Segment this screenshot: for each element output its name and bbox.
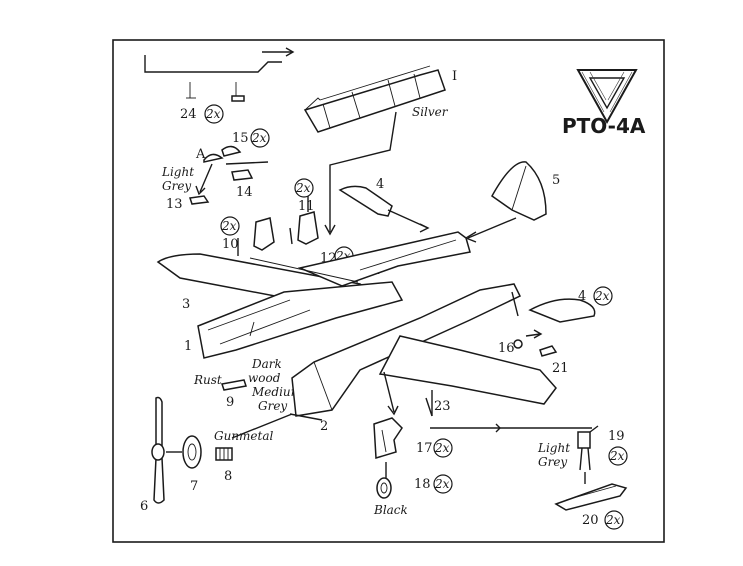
part-18-wheel <box>376 477 392 499</box>
part-11-number: 11 <box>298 199 315 214</box>
part-10-qty-circle <box>220 216 240 236</box>
light-grey-note-b1: Light <box>537 441 570 455</box>
gear-guide-line <box>383 371 395 413</box>
part-17-gear-leg <box>373 417 403 478</box>
part-4b-qty: 2x <box>594 289 610 303</box>
part-1-number: 1 <box>184 339 192 354</box>
silver-note: Silver <box>412 105 449 119</box>
part-2-number: 2 <box>320 419 328 434</box>
part-13-number: 13 <box>166 197 183 212</box>
part-17-number: 17 <box>416 441 433 456</box>
part-6-propeller <box>151 396 182 504</box>
sheet-frame <box>112 39 665 543</box>
part-3-number: 3 <box>182 297 190 312</box>
part-19-qty-circle <box>608 446 628 466</box>
light-grey-note-b2: Grey <box>538 455 567 469</box>
tailplane-top <box>338 185 430 233</box>
seats-group <box>237 196 319 256</box>
part-23-strut <box>425 390 433 417</box>
part-15-qty-circle <box>250 128 270 148</box>
pitot-placement-guide <box>144 47 295 102</box>
part-19-qty: 2x <box>609 449 625 463</box>
part-19-number: 19 <box>608 429 625 444</box>
part-17-qty: 2x <box>434 441 450 455</box>
tailplane-right <box>528 298 596 323</box>
part-7-number: 7 <box>190 479 198 494</box>
part-24-qty: 2x <box>205 107 221 121</box>
part-20-qty-circle <box>604 510 624 530</box>
part-21-number: 21 <box>552 361 569 376</box>
part-24-number: 24 <box>180 107 197 122</box>
part-20-fairing <box>554 483 628 511</box>
part-4-number-right: 4 <box>578 289 586 304</box>
part-2-leader <box>289 413 323 421</box>
part-7-spinner <box>182 435 202 469</box>
canopy-part <box>303 65 446 133</box>
part-14-number: 14 <box>236 185 253 200</box>
assembly-label: I <box>452 69 457 84</box>
part-11-qty-circle <box>294 178 314 198</box>
part-9-rod <box>221 379 247 391</box>
part-a-label: A <box>195 147 206 162</box>
part-11-qty: 2x <box>295 181 311 195</box>
part-18-qty: 2x <box>434 477 450 491</box>
part-18-qty-circle <box>433 474 453 494</box>
part-17-qty-circle <box>433 438 453 458</box>
part-19-strut <box>577 425 599 484</box>
part-10-number: 10 <box>222 237 239 252</box>
light-grey-note-1: Light <box>161 165 194 179</box>
medium-grey-note-1: Medium <box>251 385 302 399</box>
part-8-engine <box>215 447 233 461</box>
rust-note: Rust <box>193 373 222 387</box>
part-16-number: 16 <box>498 341 515 356</box>
fuselage-right-half <box>291 283 557 417</box>
part-9-number: 9 <box>226 395 234 410</box>
part-6-number: 6 <box>140 499 148 514</box>
medium-grey-note-2: Grey <box>258 399 287 413</box>
part-4b-qty-circle <box>593 286 613 306</box>
part-24-qty-circle <box>204 104 224 124</box>
sheet-title: PTO-4A <box>562 114 646 138</box>
small-parts-group <box>189 145 269 205</box>
gunmetal-note: Gunmetal <box>214 429 274 443</box>
part-10-qty: 2x <box>221 219 237 233</box>
part-20-qty: 2x <box>605 513 621 527</box>
part-15-number: 15 <box>232 131 249 146</box>
part-18-number: 18 <box>414 477 431 492</box>
fuselage-left-half <box>197 281 404 359</box>
part-5-number: 5 <box>552 173 560 188</box>
dark-wood-note-1: Dark <box>251 357 282 371</box>
part-15-qty: 2x <box>251 131 267 145</box>
part-23-number: 23 <box>434 399 451 414</box>
logo-triangle-icon <box>576 69 638 125</box>
fin-part <box>464 161 547 243</box>
engine-leader <box>231 413 293 439</box>
light-grey-note-2: Grey <box>162 179 191 193</box>
canopy-leader <box>329 111 397 232</box>
black-note: Black <box>373 503 408 517</box>
part-20-number: 20 <box>582 513 599 528</box>
dark-wood-note-2: wood <box>248 371 281 385</box>
tailwheel-group <box>511 291 558 357</box>
part-4-number-top: 4 <box>376 177 384 192</box>
part-8-number: 8 <box>224 469 232 484</box>
